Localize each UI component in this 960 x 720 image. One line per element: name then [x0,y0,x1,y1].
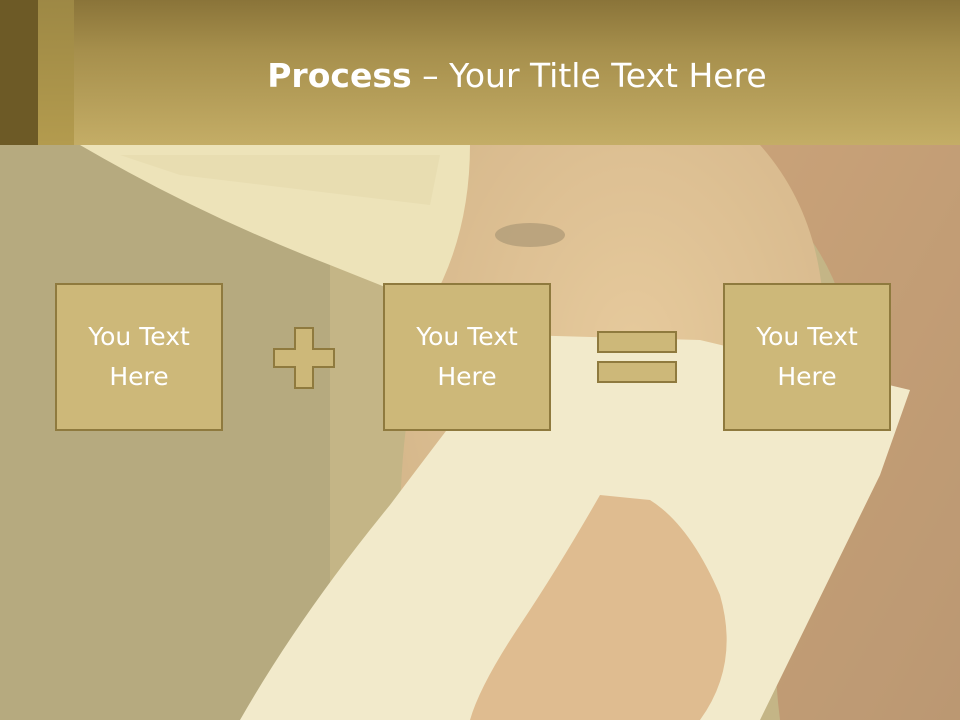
background-photo [0,145,960,720]
photo-wash-overlay [0,145,960,720]
slide-title[interactable]: Process – Your Title Text Here [74,52,960,100]
title-bold-part: Process [267,56,412,95]
header-accent-stripe [0,0,38,145]
header-accent-shade [38,0,74,145]
title-bar: Process – Your Title Text Here [0,0,960,145]
header-accent-stripe [38,0,74,145]
equals-icon [597,331,677,383]
process-box-3[interactable]: You Text Here [723,283,891,431]
process-box-2[interactable]: You Text Here [383,283,551,431]
plus-icon [273,327,335,389]
process-box-1[interactable]: You Text Here [55,283,223,431]
title-rest-part: – Your Title Text Here [411,56,767,95]
